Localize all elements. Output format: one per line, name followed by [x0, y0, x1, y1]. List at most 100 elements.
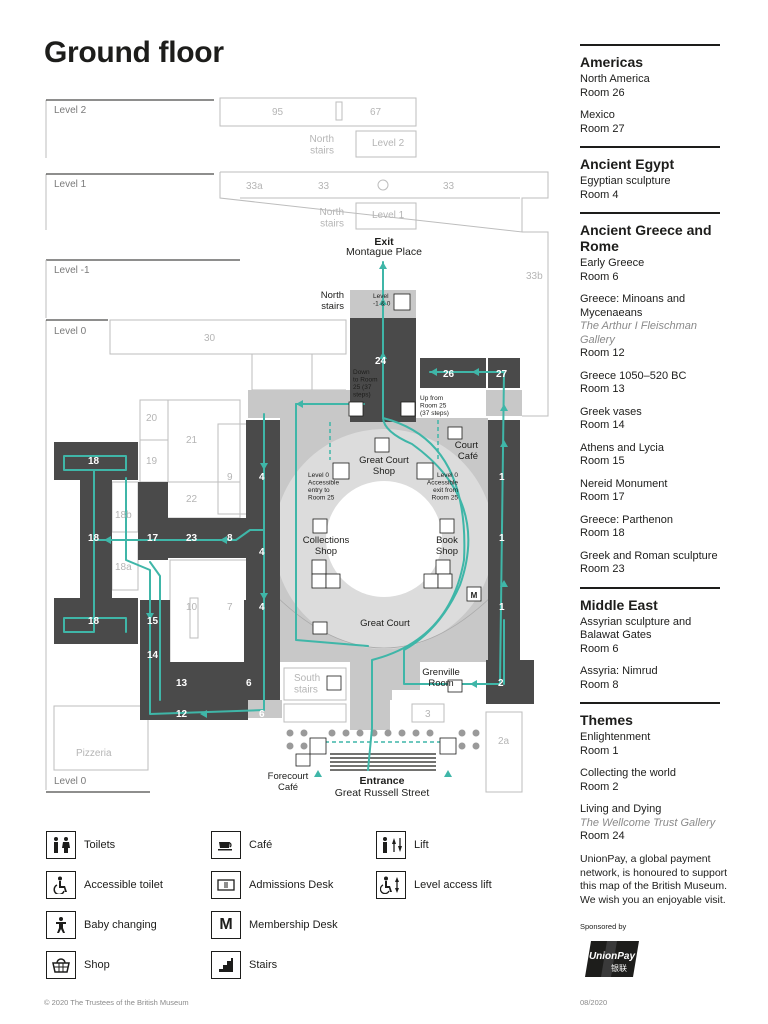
room-2[interactable]: 2 — [498, 678, 504, 689]
gallery-entry-line: Room 27 — [580, 122, 625, 135]
level-minus1-label: Level -1 — [54, 265, 90, 276]
room-9[interactable]: 9 — [227, 472, 233, 483]
room-1-a[interactable]: 1 — [499, 472, 505, 483]
room-18b[interactable]: 18b — [115, 510, 132, 521]
room-27[interactable]: 27 — [496, 369, 508, 380]
floor-map[interactable]: Level 2 Level 1 Level -1 Level 0 Level 0… — [0, 0, 568, 830]
room-33[interactable]: 33 — [318, 181, 330, 192]
room-18-bottom[interactable]: 18 — [88, 616, 100, 627]
admissions-icon — [312, 621, 328, 635]
membership-icon — [466, 586, 482, 602]
room-6-b[interactable]: 6 — [259, 709, 265, 720]
room-13[interactable]: 13 — [176, 678, 188, 689]
room-26[interactable]: 26 — [443, 369, 455, 380]
room-33a[interactable]: 33a — [246, 181, 263, 192]
lift-level-1: Level 1 — [372, 210, 405, 221]
room-8[interactable]: 8 — [227, 533, 233, 544]
stairs-icon — [348, 401, 364, 417]
toilet-icon — [311, 559, 327, 575]
room-95[interactable]: 95 — [272, 107, 284, 118]
room-67[interactable]: 67 — [370, 107, 382, 118]
gallery-entry-line: Room 6 — [580, 642, 619, 655]
room-17[interactable]: 17 — [147, 533, 159, 544]
room-23[interactable]: 23 — [186, 533, 198, 544]
room-19[interactable]: 19 — [146, 456, 158, 467]
room-33b[interactable]: 33b — [526, 271, 543, 282]
gallery-entry-line: Assyria: Nimrud — [580, 665, 658, 677]
lift-level-2: Level 2 — [372, 138, 405, 149]
room-1-c[interactable]: 1 — [499, 602, 505, 613]
level-0-label: Level 0 — [54, 326, 87, 337]
pizzeria-label: Pizzeria — [76, 748, 112, 759]
exit-label: Exit — [374, 236, 394, 248]
room-30[interactable]: 30 — [204, 333, 216, 344]
montague-place-label: Montague Place — [346, 246, 422, 258]
logo-text: UnionPay — [589, 951, 636, 962]
legend-lift: Lift — [376, 831, 429, 859]
gallery-room: Room 12 — [580, 347, 625, 359]
room-15[interactable]: 15 — [147, 616, 159, 627]
stairs-icon — [326, 675, 342, 691]
shop-icon — [439, 518, 455, 534]
room-14[interactable]: 14 — [147, 650, 159, 661]
room-22[interactable]: 22 — [186, 494, 198, 505]
lift-icon — [416, 462, 434, 480]
lift-level-label: Level-1 & 0 — [373, 293, 391, 308]
section-title: Themes — [580, 712, 633, 728]
gallery-entry-line: Room 17 — [580, 491, 625, 503]
room-6-a[interactable]: 6 — [246, 678, 252, 689]
room-7[interactable]: 7 — [227, 602, 233, 613]
room-20[interactable]: 20 — [146, 413, 158, 424]
unionpay-logo[interactable]: UnionPay 银联 — [581, 939, 643, 979]
room-21[interactable]: 21 — [186, 435, 198, 446]
room-10[interactable]: 10 — [186, 602, 198, 613]
legend-level-access-lift-label: Level access lift — [414, 879, 492, 891]
room-1-b[interactable]: 1 — [499, 533, 505, 544]
gallery-entry-line: Room 26 — [580, 86, 625, 99]
room-18-mid[interactable]: 18 — [88, 533, 100, 544]
gallery-entry-line: Mexico — [580, 109, 615, 121]
gallery-entry-line: Room 18 — [580, 527, 625, 539]
gallery-entry-line: Room 6 — [580, 270, 619, 283]
room-12[interactable]: 12 — [176, 709, 188, 720]
section-title: Ancient Greece and Rome — [580, 222, 712, 254]
room-24[interactable]: 24 — [375, 356, 387, 367]
room-18a[interactable]: 18a — [115, 562, 132, 573]
room-3[interactable]: 3 — [425, 709, 431, 720]
room-4-b[interactable]: 4 — [259, 547, 265, 558]
level-access-lift-icon — [309, 737, 327, 755]
room-4-c[interactable]: 4 — [259, 602, 265, 613]
room-2a[interactable]: 2a — [498, 736, 510, 747]
room-4-a[interactable]: 4 — [259, 472, 265, 483]
legend-toilets-label: Toilets — [84, 839, 116, 851]
cafe-icon — [295, 753, 311, 767]
stairs-icon — [219, 958, 233, 972]
room-18-top[interactable]: 18 — [88, 456, 100, 467]
cafe-icon — [218, 842, 232, 851]
gallery-entry-line: Egyptian sculpture — [580, 175, 671, 187]
legend-stairs: Stairs — [211, 951, 277, 979]
room-33-east[interactable]: 33 — [443, 181, 455, 192]
